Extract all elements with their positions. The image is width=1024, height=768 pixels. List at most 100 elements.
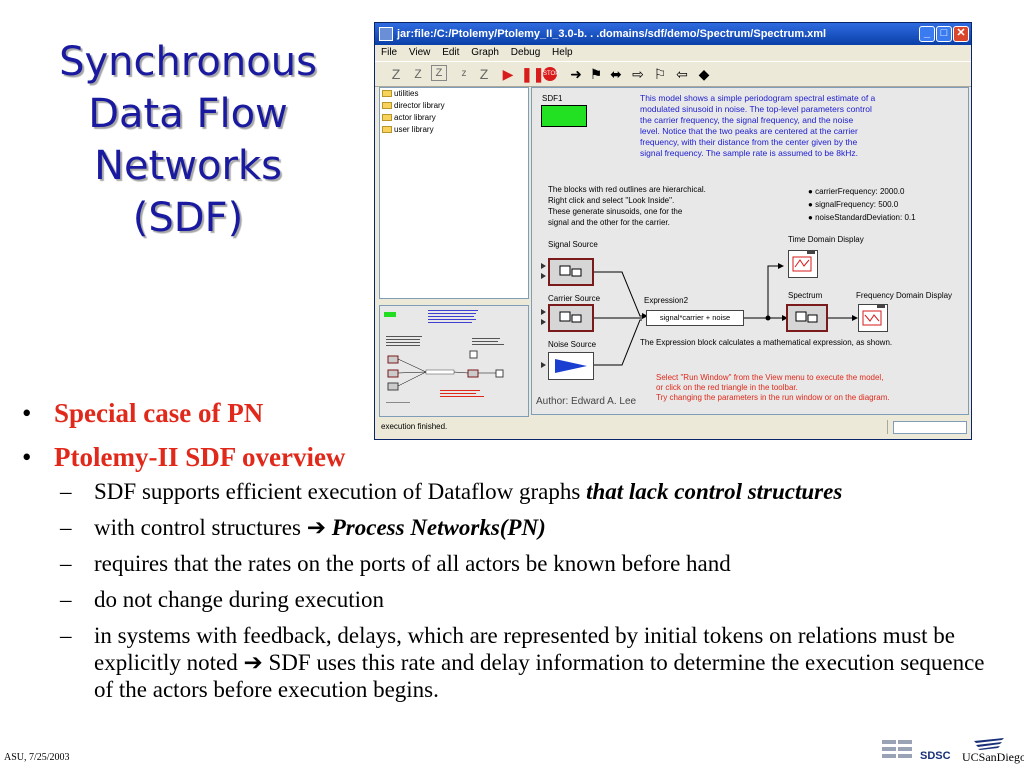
library-item[interactable]: utilities: [380, 88, 528, 100]
sub-bullet-text: do not change during execution: [94, 587, 384, 612]
menu-view[interactable]: View: [408, 47, 431, 58]
status-divider: [887, 420, 888, 434]
bullet-dot: •: [22, 442, 32, 472]
noise-source-label: Noise Source: [548, 340, 597, 349]
description-line: signal frequency. The sample rate is ass…: [640, 148, 858, 158]
status-progress-field: [893, 421, 967, 434]
description-line: frequency, with their distance from the …: [640, 137, 858, 147]
sub-bullet-text: SDF supports efficient execution of Data…: [94, 479, 587, 504]
composite-actor-icon: [795, 311, 818, 323]
minimize-button[interactable]: _: [919, 26, 935, 42]
library-item-label: director library: [394, 101, 445, 110]
carrier-source-actor[interactable]: [548, 304, 594, 332]
bullet-dot: •: [22, 398, 32, 428]
zoom-out-icon[interactable]: z: [461, 68, 467, 79]
overview-navigator[interactable]: [379, 305, 529, 417]
sdf-director[interactable]: [541, 105, 587, 127]
port-multi-icon[interactable]: ⇨: [632, 66, 644, 82]
input-port-icon: [541, 309, 546, 315]
composite-actor-icon: [559, 265, 582, 277]
sub-bullet-item: – with control structures ➔ Process Netw…: [18, 514, 1018, 541]
pause-icon[interactable]: ❚❚: [521, 66, 545, 82]
sdsc-logo-text: SDSC: [920, 750, 951, 762]
time-display-label: Time Domain Display: [788, 235, 864, 244]
sub-bullet-text: with control structures: [94, 515, 307, 540]
sub-bullet-item: – requires that the rates on the ports o…: [18, 550, 1018, 577]
freq-display-label: Frequency Domain Display: [856, 291, 953, 300]
port-left-icon[interactable]: ⇦: [676, 66, 688, 82]
noise-triangle-icon: [555, 359, 587, 373]
dash-marker: –: [60, 479, 72, 504]
freq-display-actor[interactable]: [858, 304, 888, 332]
input-port-icon: [541, 362, 546, 368]
signal-source-label: Signal Source: [548, 240, 598, 249]
sub-bullet-text: in systems with feedback, delays, which …: [94, 623, 955, 675]
signal-source-actor[interactable]: [548, 258, 594, 286]
port-output-icon[interactable]: ⚑: [589, 66, 603, 82]
library-item[interactable]: user library: [380, 124, 528, 136]
run-icon[interactable]: ▶: [502, 66, 514, 82]
library-item-label: actor library: [394, 113, 436, 122]
port-input-icon[interactable]: ➜: [570, 66, 582, 82]
folder-icon: [382, 126, 392, 133]
menu-debug[interactable]: Debug: [510, 47, 541, 58]
ucsd-logo-icon: [974, 738, 1004, 750]
sub-bullet-item: – SDF supports efficient execution of Da…: [18, 478, 1018, 505]
menu-help[interactable]: Help: [552, 47, 573, 58]
expression-actor[interactable]: signal*carrier + noise: [646, 310, 744, 326]
description-line: modulated sinusoid in noise. The top-lev…: [640, 104, 872, 114]
parameter-list: ● carrierFrequency: 2000.0 ● signalFrequ…: [808, 185, 916, 224]
parameter-item[interactable]: ● signalFrequency: 500.0: [808, 200, 899, 209]
parameter-label: carrierFrequency: 2000.0: [815, 187, 905, 196]
app-icon: [379, 27, 393, 41]
relation-icon[interactable]: ◆: [698, 66, 710, 82]
note-line: signal and the other for the carrier.: [548, 218, 670, 227]
stop-icon[interactable]: STOP: [543, 67, 559, 81]
spectrum-actor[interactable]: [786, 304, 828, 332]
run-note-line: Select "Run Window" from the View menu t…: [656, 373, 884, 382]
dash-marker: –: [60, 587, 72, 612]
bullet-item: • Special case of PN: [18, 396, 1018, 430]
parameter-label: noiseStandardDeviation: 0.1: [815, 213, 916, 222]
graph-canvas[interactable]: SDF1 This model shows a simple periodogr…: [531, 87, 969, 415]
maximize-button[interactable]: □: [936, 26, 952, 42]
slide-title: Synchronous Data Flow Networks (SDF): [18, 36, 358, 244]
library-item[interactable]: actor library: [380, 112, 528, 124]
menu-bar: File View Edit Graph Debug Help: [375, 45, 971, 61]
title-line: Synchronous: [59, 39, 317, 85]
parameter-item[interactable]: ● carrierFrequency: 2000.0: [808, 187, 905, 196]
dash-marker: –: [60, 551, 72, 576]
spectrum-label: Spectrum: [788, 291, 823, 300]
toolbar: Z Z Z z Z ▶ ❚❚ STOP ➜ ⚑ ⬌ ⇨ ⚐ ⇦ ◆: [375, 61, 971, 87]
folder-icon: [382, 114, 392, 121]
noise-source-actor[interactable]: [548, 352, 594, 380]
zoom-reset-icon[interactable]: Z: [391, 66, 401, 82]
status-text: execution finished.: [381, 422, 448, 431]
author-label: Author: Edward A. Lee: [536, 396, 637, 407]
menu-graph[interactable]: Graph: [471, 47, 499, 58]
carrier-source-label: Carrier Source: [548, 294, 601, 303]
arrow-icon: ➔: [306, 515, 326, 540]
folder-icon: [382, 90, 392, 97]
menu-edit[interactable]: Edit: [442, 47, 460, 58]
library-item[interactable]: director library: [380, 100, 528, 112]
port-inout-icon[interactable]: ⬌: [610, 66, 622, 82]
title-line: Networks: [94, 143, 282, 189]
bullet-list: • Special case of PN • Ptolemy-II SDF ov…: [18, 396, 1018, 712]
close-button[interactable]: ✕: [953, 26, 969, 42]
port-flag-icon[interactable]: ⚐: [653, 66, 667, 82]
time-display-actor[interactable]: [788, 250, 818, 278]
arrow-icon: ➔: [243, 650, 263, 675]
zoom-in-icon[interactable]: Z: [414, 67, 422, 81]
bullet-item: • Ptolemy-II SDF overview: [18, 440, 1018, 474]
zoom-fit-icon[interactable]: Z: [431, 65, 447, 81]
bullet-text: Special case of PN: [54, 398, 264, 428]
parameter-item[interactable]: ● noiseStandardDeviation: 0.1: [808, 213, 916, 222]
library-item-label: utilities: [394, 89, 419, 98]
zoom-full-icon[interactable]: Z: [479, 66, 489, 82]
menu-file[interactable]: File: [381, 47, 398, 58]
director-label: SDF1: [542, 94, 563, 103]
plotter-icon: [792, 251, 815, 272]
input-port-icon: [541, 273, 546, 279]
title-line: Data Flow: [88, 91, 288, 137]
